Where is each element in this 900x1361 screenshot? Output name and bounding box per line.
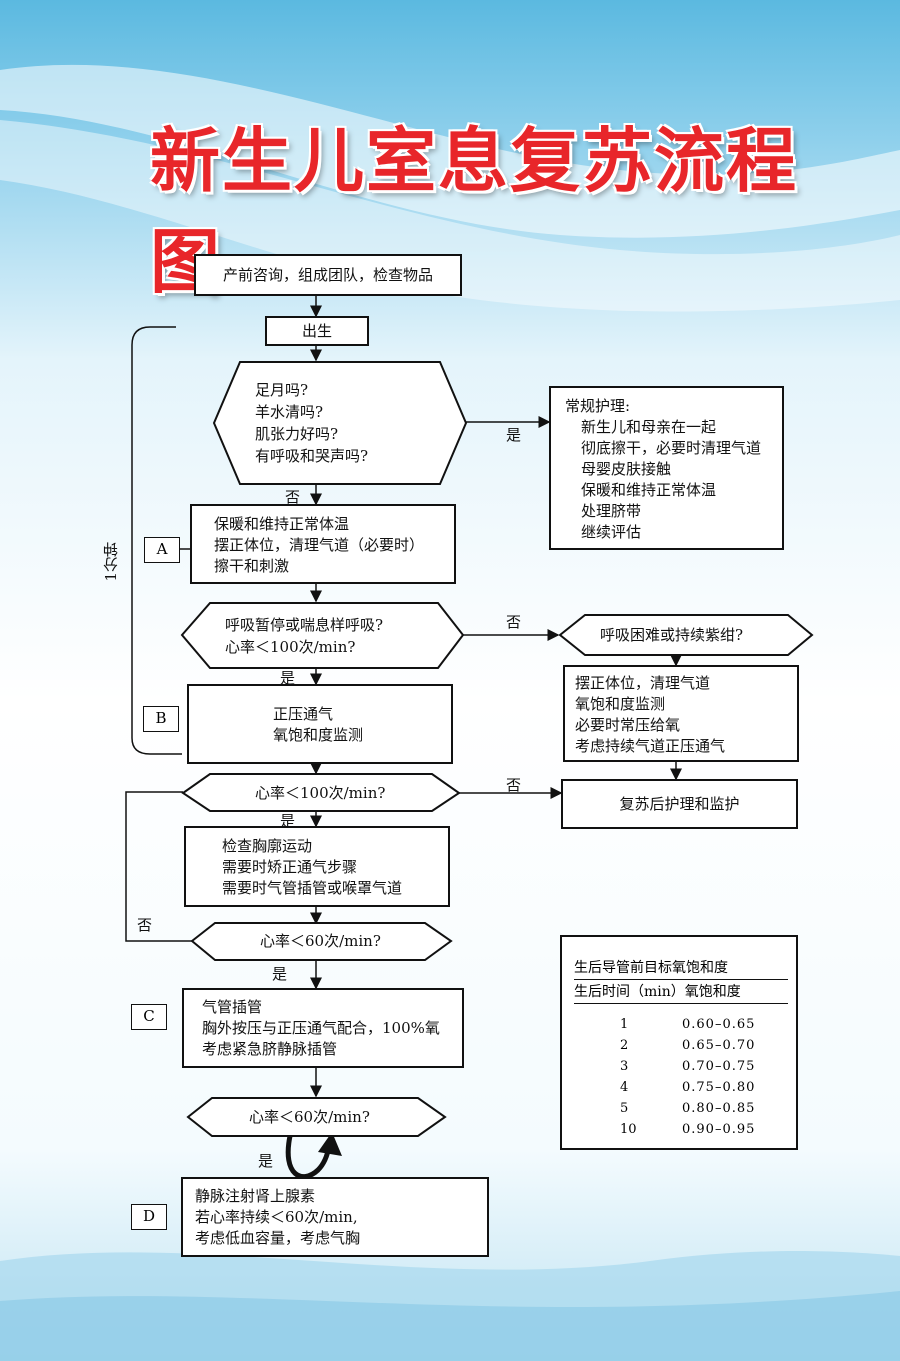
hex-distress [558,614,814,656]
routine-care-item: 母婴皮肤接触 [581,460,672,478]
label-yes-routine: 是 [506,426,522,444]
distress-box: 摆正体位，清理气道 氧饱和度监测 必要时常压给氧 考虑持续气道正压通气 [563,665,799,762]
label-no-hr100: 否 [506,776,522,794]
d-box-line: 静脉注射肾上腺素 [195,1187,316,1205]
birth-box: 出生 [265,316,369,346]
hex-hr100 [181,773,461,812]
c-box-line: 气管插管 [202,998,263,1016]
bottom-wave-decoration [0,1251,900,1361]
row-min: 5 [620,1101,629,1116]
tag-b: B [143,706,179,732]
spo2-target-table: 生后导管前目标氧饱和度 生后时间（min）氧饱和度 1 0.60–0.65 2 0.… [560,935,798,1150]
c-box: 气管插管 胸外按压与正压通气配合，100%氧 考虑紧急脐静脉插管 [182,988,464,1068]
table-row: 2 0.65–0.70 [574,1035,788,1056]
hex-apnea [180,602,465,669]
routine-care-box: 常规护理: 新生儿和母亲在一起 彻底擦干，必要时清理气道 母婴皮肤接触 保暖和维… [549,386,784,550]
tag-d: D [131,1204,167,1230]
d-box: 静脉注射肾上腺素 若心率持续＜60次/min, 考虑低血容量，考虑气胸 [181,1177,489,1257]
routine-care-item: 继续评估 [581,523,642,541]
check-box-line: 需要时气管插管或喉罩气道 [222,879,403,897]
d-box-line: 若心率持续＜60次/min, [195,1208,358,1226]
b-box-line: 氧饱和度监测 [273,726,364,744]
distress-question: 呼吸困难或持续紫绀? [600,626,744,644]
hex-hr60-1 [190,922,453,961]
check-box-line: 需要时矫正通气步骤 [222,858,358,876]
label-no-hr60: 否 [137,916,153,934]
post-care-box: 复苏后护理和监护 [561,779,798,829]
prenatal-text: 产前咨询，组成团队，检查物品 [222,265,433,284]
hr60-question-2: 心率＜60次/min? [249,1108,370,1126]
routine-care-item: 彻底擦干，必要时清理气道 [581,439,762,457]
tag-a: A [144,537,180,563]
row-spo2: 0.90–0.95 [682,1122,756,1137]
row-min: 10 [620,1122,637,1137]
hr60-question-1: 心率＜60次/min? [260,932,381,950]
table-row: 10 0.90–0.95 [574,1119,788,1140]
hr100-question: 心率＜100次/min? [255,784,386,802]
label-yes-hr100: 是 [280,812,296,830]
b-box-line: 正压通气 [273,705,334,723]
table-row: 5 0.80–0.85 [574,1098,788,1119]
row-min: 3 [620,1059,629,1074]
loop-arrow-hr60-d [285,1135,332,1180]
a-box-line: 擦干和刺激 [214,557,290,575]
label-yes-hr60-2: 是 [258,1152,274,1170]
c-box-line: 胸外按压与正压通气配合，100%氧 [202,1019,440,1037]
a-box-line: 摆正体位，清理气道（必要时） [214,536,425,554]
one-minute-bracket [131,326,182,755]
row-min: 1 [620,1017,629,1032]
row-spo2: 0.65–0.70 [682,1038,756,1053]
loop-hr60-no [125,791,192,942]
loop-arrowhead [318,1132,342,1156]
routine-care-title: 常规护理: [565,397,631,415]
label-yes-apnea: 是 [280,669,296,687]
routine-care-item: 处理脐带 [581,502,642,520]
row-spo2: 0.75–0.80 [682,1080,756,1095]
hex-assess [212,361,468,485]
apnea-q1: 呼吸暂停或喘息样呼吸? [225,616,384,634]
check-box-line: 检查胸廓运动 [222,837,313,855]
row-min: 4 [620,1080,629,1095]
label-no-apnea: 否 [506,613,522,631]
hex-hr60-2 [186,1097,447,1137]
routine-care-item: 保暖和维持正常体温 [581,481,717,499]
spo2-table-title: 生后导管前目标氧饱和度 [574,957,788,980]
spo2-table-header: 生后时间（min）氧饱和度 [574,981,788,1004]
distress-box-line: 必要时常压给氧 [575,716,681,734]
assess-questions: 足月吗? 羊水清吗? 肌张力好吗? 有呼吸和哭声吗? [255,379,368,467]
distress-box-line: 氧饱和度监测 [575,695,666,713]
post-care-text: 复苏后护理和监护 [619,794,740,813]
table-row: 1 0.60–0.65 [574,1014,788,1035]
b-box: 正压通气 氧饱和度监测 [187,684,453,764]
apnea-questions: 呼吸暂停或喘息样呼吸? 心率＜100次/min? [225,614,383,658]
routine-care-item: 新生儿和母亲在一起 [581,418,717,436]
row-spo2: 0.60–0.65 [682,1017,756,1032]
row-min: 2 [620,1038,629,1053]
one-minute-label: 1分钟 [102,542,120,582]
table-row: 4 0.75–0.80 [574,1077,788,1098]
assess-q3: 肌张力好吗? [255,425,339,443]
tag-c: C [131,1004,167,1030]
apnea-q2: 心率＜100次/min? [225,638,356,656]
row-spo2: 0.70–0.75 [682,1059,756,1074]
assess-q1: 足月吗? [255,381,309,399]
birth-text: 出生 [301,321,332,340]
check-box: 检查胸廓运动 需要时矫正通气步骤 需要时气管插管或喉罩气道 [184,826,450,907]
assess-q4: 有呼吸和哭声吗? [255,447,369,465]
distress-box-line: 考虑持续气道正压通气 [575,737,726,755]
wave-decoration [0,64,900,312]
a-box: 保暖和维持正常体温 摆正体位，清理气道（必要时） 擦干和刺激 [190,504,456,584]
prenatal-box: 产前咨询，组成团队，检查物品 [194,254,462,296]
distress-box-line: 摆正体位，清理气道 [575,674,711,692]
a-box-line: 保暖和维持正常体温 [214,515,350,533]
c-box-line: 考虑紧急脐静脉插管 [202,1040,338,1058]
label-yes-hr60: 是 [272,965,288,983]
label-no-assess: 否 [285,488,301,506]
table-row: 3 0.70–0.75 [574,1056,788,1077]
d-box-line: 考虑低血容量，考虑气胸 [195,1229,361,1247]
row-spo2: 0.80–0.85 [682,1101,756,1116]
assess-q2: 羊水清吗? [255,403,324,421]
